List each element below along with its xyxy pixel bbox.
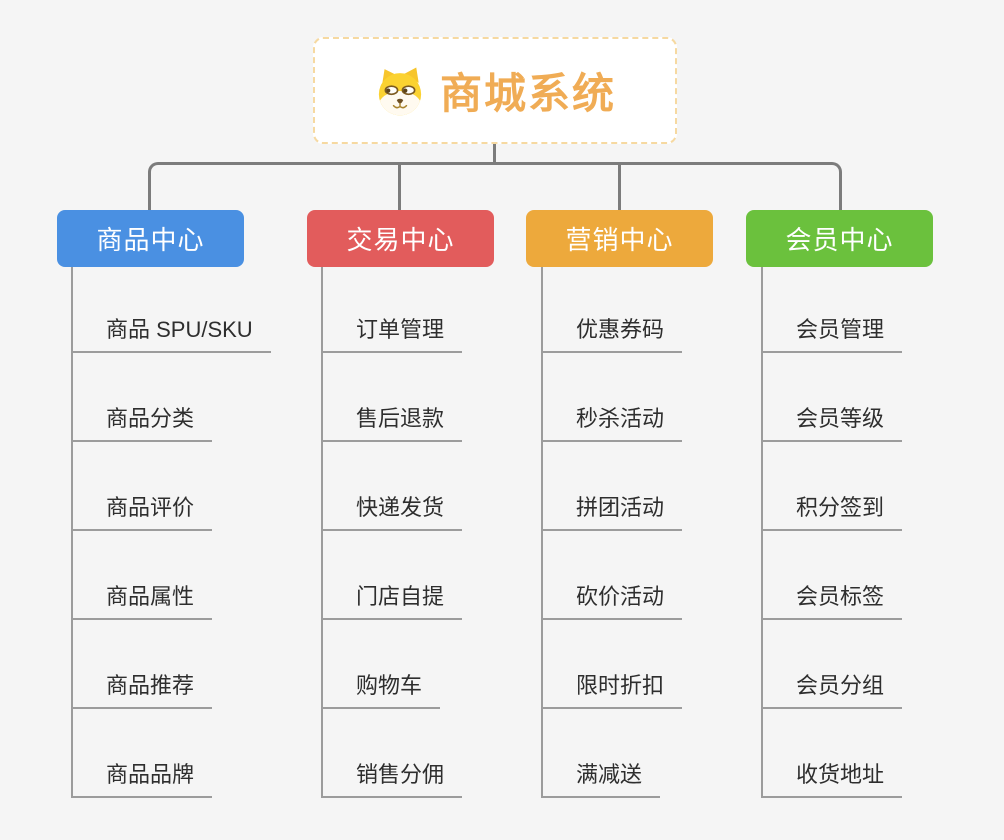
leaf-node[interactable]: 优惠券码 [543, 317, 683, 353]
leaf-node[interactable]: 商品属性 [73, 584, 213, 620]
doge-icon [374, 65, 426, 117]
leaf-node[interactable]: 砍价活动 [543, 584, 683, 620]
leaf-node[interactable]: 会员分组 [763, 673, 903, 709]
leaf-node[interactable]: 商品推荐 [73, 673, 213, 709]
leaf-node[interactable]: 商品 SPU/SKU [73, 317, 271, 353]
leaf-node[interactable]: 秒杀活动 [543, 406, 683, 442]
leaf-node[interactable]: 会员标签 [763, 584, 903, 620]
leaf-node[interactable]: 订单管理 [323, 317, 463, 353]
root-title: 商城系统 [439, 70, 616, 117]
leaf-node[interactable]: 积分签到 [763, 495, 903, 531]
branch-node-marketing-center[interactable]: 营销中心 [526, 210, 713, 267]
leaf-node[interactable]: 销售分佣 [323, 762, 463, 798]
branch-connector-drop-2 [398, 165, 401, 210]
leaf-node[interactable]: 收货地址 [763, 762, 903, 798]
leaf-node[interactable]: 会员等级 [763, 406, 903, 442]
leaf-node[interactable]: 门店自提 [323, 584, 463, 620]
leaf-node[interactable]: 售后退款 [323, 406, 463, 442]
leaf-node[interactable]: 快递发货 [323, 495, 463, 531]
branch-node-trade-center[interactable]: 交易中心 [307, 210, 494, 267]
leaf-node[interactable]: 购物车 [323, 673, 441, 709]
leaf-node[interactable]: 商品品牌 [73, 762, 213, 798]
leaf-column-member: 会员管理 会员等级 积分签到 会员标签 会员分组 收货地址 [761, 267, 903, 798]
leaf-column-trade: 订单管理 售后退款 快递发货 门店自提 购物车 销售分佣 [321, 267, 463, 798]
leaf-node[interactable]: 商品分类 [73, 406, 213, 442]
branch-node-member-center[interactable]: 会员中心 [746, 210, 933, 267]
branch-node-product-center[interactable]: 商品中心 [57, 210, 244, 267]
leaf-column-product: 商品 SPU/SKU 商品分类 商品评价 商品属性 商品推荐 商品品牌 [71, 267, 271, 798]
branch-connector-bracket [148, 162, 842, 211]
leaf-node[interactable]: 会员管理 [763, 317, 903, 353]
root-node[interactable]: 商城系统 [313, 37, 677, 144]
branch-connector-drop-3 [618, 165, 621, 210]
root-connector-stem [493, 140, 496, 165]
leaf-node[interactable]: 满减送 [543, 762, 661, 798]
leaf-node[interactable]: 拼团活动 [543, 495, 683, 531]
leaf-column-marketing: 优惠券码 秒杀活动 拼团活动 砍价活动 限时折扣 满减送 [541, 267, 683, 798]
leaf-node[interactable]: 限时折扣 [543, 673, 683, 709]
leaf-node[interactable]: 商品评价 [73, 495, 213, 531]
